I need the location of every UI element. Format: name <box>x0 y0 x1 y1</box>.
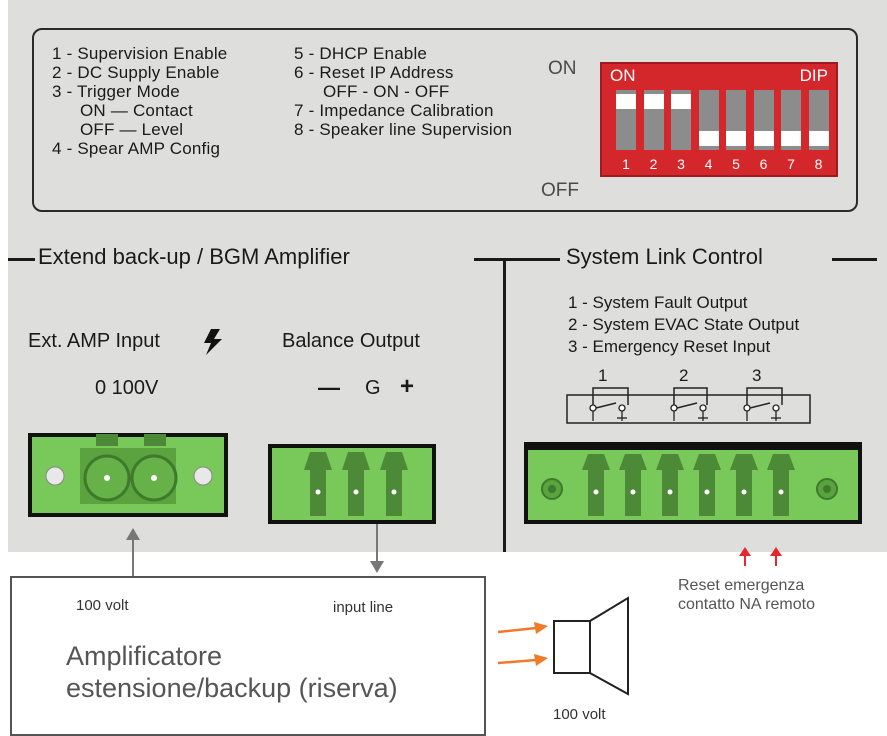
dip-switch-3[interactable] <box>671 90 691 150</box>
relay-contacts-diagram <box>566 387 811 424</box>
dip-switch-number: 8 <box>814 156 823 172</box>
system-link-item: 3 - Emergency Reset Input <box>568 337 771 356</box>
dip-switch-knob <box>616 94 636 109</box>
dip-switch-knob <box>726 131 746 146</box>
dip-switch-number: 3 <box>677 156 685 172</box>
dip-switch-number: 1 <box>622 156 630 172</box>
system-link-terminal <box>524 442 862 524</box>
section-rule <box>832 258 877 261</box>
speaker-icon <box>553 596 629 696</box>
amp-box-line1: Amplificatore <box>66 641 223 671</box>
legend-item: 8 - Speaker line Supervision <box>294 120 513 139</box>
dip-switch-8[interactable] <box>808 90 829 150</box>
ext-amp-input-label: Ext. AMP Input <box>28 330 160 352</box>
dip-on-label: ON <box>548 58 577 79</box>
dip-dip-text: DIP <box>799 66 828 85</box>
polarity-plus: + <box>400 373 415 400</box>
amp-box-line2: estensione/backup (riserva) <box>66 673 398 703</box>
lightning-icon <box>204 329 222 355</box>
dip-switch-knob <box>643 94 664 109</box>
dip-switch-number: 6 <box>759 156 768 172</box>
reset-line2: contatto NA remoto <box>678 596 815 613</box>
dip-switch-knob <box>753 131 774 146</box>
polarity-ground: G <box>365 377 381 399</box>
ext-amp-input-terminal <box>28 433 228 517</box>
dip-switch-number: 7 <box>787 156 795 172</box>
dip-switch-1[interactable] <box>616 90 636 150</box>
dip-on-text: ON <box>610 66 636 85</box>
dip-switch-number: 5 <box>732 156 740 172</box>
dip-switch-knob <box>781 131 801 146</box>
dip-switch-2[interactable] <box>643 90 664 150</box>
input-line-label: input line <box>333 599 394 616</box>
contact-number-2: 2 <box>679 366 689 385</box>
volt-label-left: 100 volt <box>76 597 129 614</box>
contact-number-1: 1 <box>598 366 608 385</box>
dip-switch-6[interactable] <box>753 90 774 150</box>
balance-output-label: Balance Output <box>282 330 420 352</box>
dip-switch-knob <box>671 94 691 109</box>
section-rule <box>474 258 560 261</box>
legend-item: 7 - Impedance Calibration <box>294 101 494 120</box>
contact-number-3: 3 <box>752 366 762 385</box>
reset-line1: Reset emergenza <box>678 577 805 594</box>
balance-output-arrow <box>370 524 384 573</box>
legend-item: 1 - Supervision Enable <box>52 44 228 63</box>
system-link-list: 1 - System Fault Output 2 - System EVAC … <box>568 292 799 358</box>
left-section-title: Extend back-up / BGM Amplifier <box>38 244 350 269</box>
system-link-item: 1 - System Fault Output <box>568 293 748 312</box>
legend-item: 5 - DHCP Enable <box>294 44 428 63</box>
balance-output-terminal <box>268 444 436 524</box>
dip-legend-left: 1 - Supervision Enable 2 - DC Supply Ena… <box>52 44 227 158</box>
dip-switch-4[interactable] <box>698 90 719 150</box>
system-link-item: 2 - System EVAC State Output <box>568 315 800 334</box>
polarity-minus: — <box>318 375 340 400</box>
dip-legend-right: 5 - DHCP Enable 6 - Reset IP Address OFF… <box>294 44 512 139</box>
dip-switch-number: 2 <box>649 156 658 172</box>
right-section-title: System Link Control <box>566 244 763 269</box>
reset-arrows <box>739 547 782 566</box>
legend-item: 4 - Spear AMP Config <box>52 139 221 158</box>
speaker-volt-label: 100 volt <box>553 706 606 723</box>
dip-switch-7[interactable] <box>781 90 801 150</box>
dip-switch-knob <box>698 131 719 146</box>
dip-settings-box <box>32 28 858 212</box>
legend-item: OFF — Level <box>80 120 184 139</box>
legend-item: 6 - Reset IP Address <box>294 63 454 82</box>
amp-box-title: Amplificatore estensione/backup (riserva… <box>66 640 398 704</box>
legend-item: 2 - DC Supply Enable <box>52 63 220 82</box>
ext-input-arrow <box>126 528 140 576</box>
dip-switch-knob <box>808 131 829 146</box>
output-arrows <box>497 622 548 666</box>
legend-item: ON — Contact <box>80 101 193 120</box>
reset-annotation: Reset emergenza contatto NA remoto <box>678 576 815 614</box>
dip-switch-5[interactable] <box>726 90 746 150</box>
section-rule <box>8 258 35 261</box>
dip-off-label: OFF <box>541 180 579 201</box>
legend-item: OFF - ON - OFF <box>323 82 450 101</box>
dip-switch-number: 4 <box>704 156 713 172</box>
ext-input-range: 0 100V <box>95 377 159 399</box>
section-divider <box>503 258 506 552</box>
dip-switch-block: ON DIP 1 2 3 4 5 6 7 8 <box>600 62 838 177</box>
legend-item: 3 - Trigger Mode <box>52 82 180 101</box>
